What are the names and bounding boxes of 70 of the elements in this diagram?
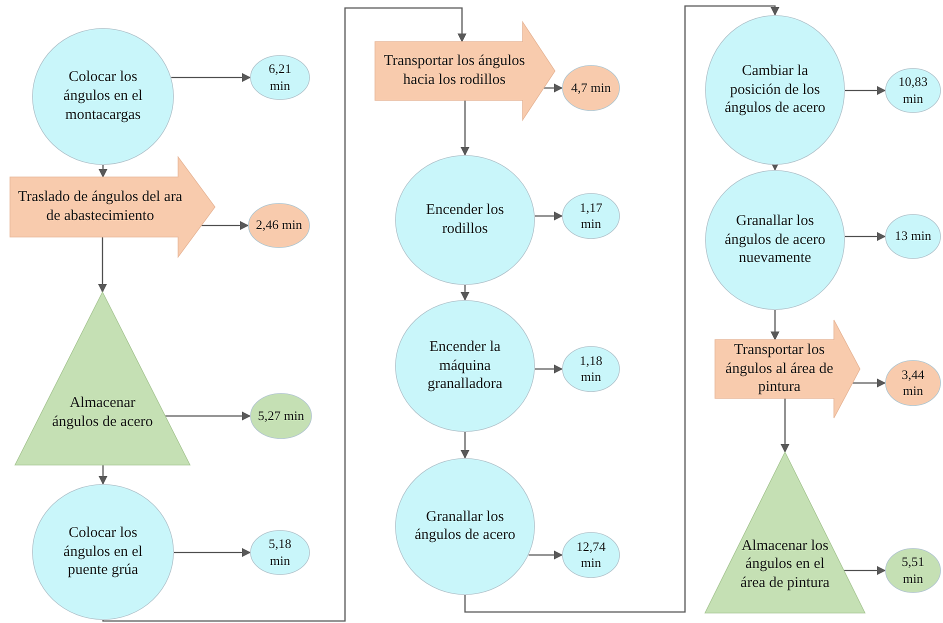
duration-circle [562,65,620,111]
duration-circle [885,548,941,593]
arrow [528,550,563,560]
arrow [201,220,249,230]
process-circle [395,155,535,285]
process-circle [32,484,174,620]
arrow [534,364,563,374]
step-label: Traslado de ángulos del ara de abastecimiento [16,188,184,226]
duration-circle [885,360,941,406]
arrow [460,432,470,459]
arrow [165,411,251,421]
arrow [464,5,780,613]
step-label: Granallar los ángulos de acero nuevamente [724,212,826,268]
step-label: Encender la máquina granalladora [426,338,504,394]
process-circle [395,300,535,432]
arrow [171,72,251,82]
process-circle [705,15,845,165]
process-circle [32,28,174,165]
duration-circle [250,530,310,575]
arrow [460,285,470,301]
duration-label: 12,74 min [575,538,607,572]
duration-label: 2,46 min [256,217,302,234]
duration-label: 10,83 min [897,74,929,107]
arrow [102,7,467,622]
storage-triangle [15,292,190,465]
duration-circle [562,532,620,578]
process-circle [395,458,535,595]
storage-triangle [705,452,865,613]
arrow [98,237,108,293]
step-label: Transportar los ángulos al área de pintura [724,340,834,398]
arrow [544,83,563,93]
duration-label: 5,18 min [268,536,292,569]
arrow [98,165,108,178]
step-label: Granallar los ángulos de acero [414,508,516,546]
duration-label: 4,7 min [571,80,611,96]
duration-label: 5,51 min [900,554,926,587]
step-label: Colocar los ángulos en el puente grúa [62,524,144,580]
duration-label: 5,27 min [258,408,304,424]
step-label: Encender los rodillos [425,201,505,239]
arrow [174,548,251,558]
duration-label: 6,21 min [268,61,292,94]
arrow [534,211,563,221]
step-label: Cambiar la posición de los ángulos de acero [724,62,826,118]
arrow [844,566,886,576]
duration-circle [562,193,620,239]
transport-arrow-shape [715,320,860,418]
step-label: Transportar los ángulos hacia los rodillos [382,52,526,90]
duration-label: 13 min [894,228,932,245]
arrow [460,100,470,156]
arrow [780,398,790,453]
transport-arrow-shape [375,22,555,120]
duration-label: 1,17 min [578,200,604,232]
duration-circle [885,68,941,113]
duration-circle [562,346,620,392]
duration-circle [248,203,310,248]
duration-circle [885,214,941,259]
step-label: Almacenar ángulos de acero [51,394,154,432]
duration-label: 3,44 min [900,366,926,400]
process-circle [705,170,845,310]
arrow [845,86,886,96]
step-label: Colocar los ángulos en el montacargas [62,68,144,125]
transport-arrow-shape [10,157,215,257]
arrow [852,378,886,388]
arrow [844,232,886,242]
duration-circle [250,393,312,439]
arrow [770,310,780,340]
duration-label: 1,18 min [578,352,604,386]
duration-circle [250,55,310,100]
arrow [98,465,108,485]
step-label: Almacenar los ángulos en el área de pintura [739,536,831,593]
